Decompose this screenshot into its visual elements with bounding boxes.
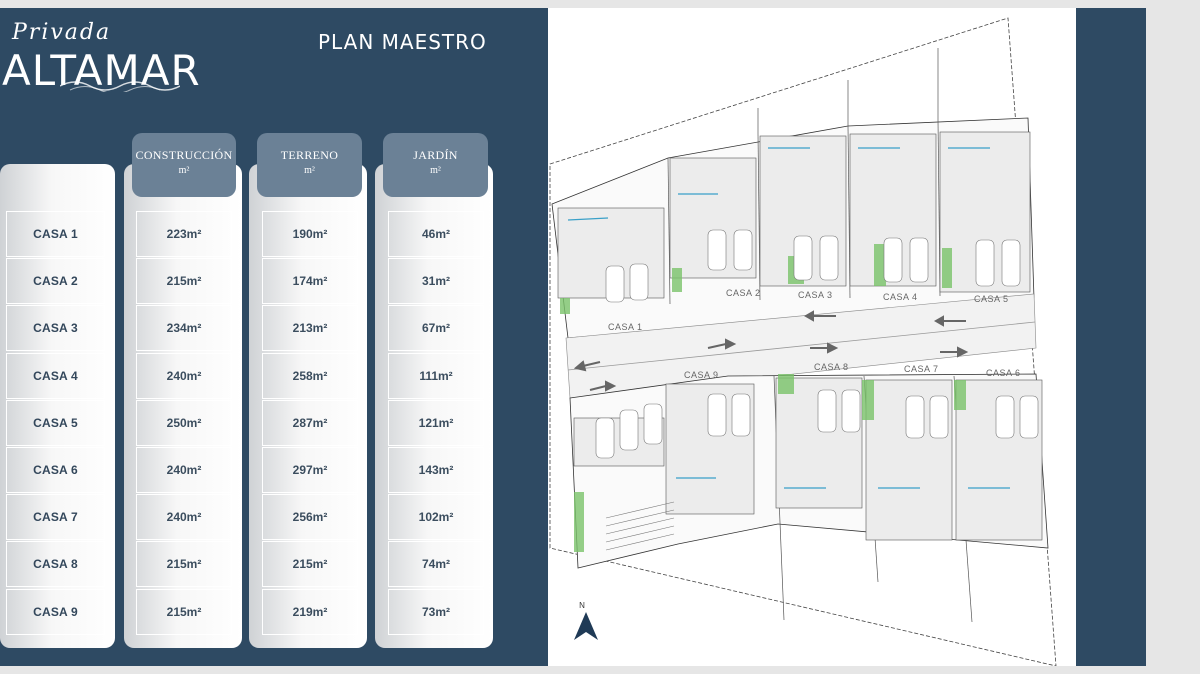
- header-unit: m²: [430, 165, 441, 176]
- table-cell-casa: CASA 8: [6, 541, 105, 588]
- table-cell-terreno: 256m²: [262, 494, 358, 541]
- table-cell-construccion: 223m²: [136, 211, 232, 257]
- header-title: JARDÍN: [413, 148, 458, 162]
- table-cell-construccion: 240m²: [136, 447, 232, 493]
- table-cell-jardin: 31m²: [388, 258, 484, 305]
- plan-label-casa-7: CASA 7: [904, 364, 939, 374]
- table-cell-construccion: 215m²: [136, 588, 232, 635]
- table-cell-construccion: 240m²: [136, 352, 232, 399]
- table-cell-casa: CASA 9: [6, 588, 105, 635]
- plan-label-casa-8: CASA 8: [814, 362, 849, 372]
- table-cell-jardin: 67m²: [388, 305, 484, 352]
- construccion-column: [124, 164, 242, 648]
- north-arrow-icon: [574, 612, 598, 640]
- table-cell-casa: CASA 1: [6, 211, 105, 257]
- table-cell-jardin: 74m²: [388, 541, 484, 588]
- brand-script: Privada: [12, 20, 112, 45]
- brand-name: ALTAMAR: [2, 46, 201, 95]
- table-cell-jardin: 143m²: [388, 447, 484, 493]
- plan-label-casa-5: CASA 5: [974, 294, 1009, 304]
- table-cell-construccion: 240m²: [136, 494, 232, 541]
- plan-label-casa-3: CASA 3: [798, 290, 833, 300]
- plan-label-casa-2: CASA 2: [726, 288, 761, 298]
- table-cell-terreno: 174m²: [262, 258, 358, 305]
- table-cell-jardin: 46m²: [388, 211, 484, 257]
- table-cell-construccion: 250m²: [136, 399, 232, 446]
- table-cell-casa: CASA 6: [6, 447, 105, 493]
- brand-wave-icon: [60, 81, 180, 92]
- terreno-column: [249, 164, 367, 648]
- table-cell-casa: CASA 4: [6, 352, 105, 399]
- plan-label-casa-1: CASA 1: [608, 322, 643, 332]
- table-cell-terreno: 287m²: [262, 399, 358, 446]
- info-panel: Privada ALTAMAR PLAN MAESTRO CONSTRUCCIÓ…: [0, 8, 548, 666]
- table-cell-jardin: 121m²: [388, 399, 484, 446]
- table-cell-terreno: 258m²: [262, 352, 358, 399]
- plan-label-casa-9: CASA 9: [684, 370, 719, 380]
- casa-column: [0, 164, 115, 648]
- page-title: PLAN MAESTRO: [318, 30, 487, 54]
- table-cell-casa: CASA 3: [6, 305, 105, 352]
- table-cell-terreno: 219m²: [262, 588, 358, 635]
- table-cell-construccion: 215m²: [136, 258, 232, 305]
- header-terreno: TERRENO m²: [257, 133, 362, 197]
- master-plan-drawing: CASA 1 CASA 2 CASA 3 CASA 4 CASA 5 CASA …: [548, 8, 1076, 666]
- table-cell-jardin: 73m²: [388, 588, 484, 635]
- table-cell-terreno: 213m²: [262, 305, 358, 352]
- jardin-column: [375, 164, 493, 648]
- header-jardin: JARDÍN m²: [383, 133, 488, 197]
- table-cell-casa: CASA 5: [6, 399, 105, 446]
- north-label: N: [579, 601, 585, 610]
- table-cell-casa: CASA 2: [6, 258, 105, 305]
- header-construccion: CONSTRUCCIÓN m²: [132, 133, 236, 197]
- table-cell-terreno: 190m²: [262, 211, 358, 257]
- header-unit: m²: [178, 165, 190, 176]
- table-cell-terreno: 215m²: [262, 541, 358, 588]
- header-unit: m²: [304, 165, 315, 176]
- table-cell-construccion: 234m²: [136, 305, 232, 352]
- plan-label-casa-6: CASA 6: [986, 368, 1021, 378]
- table-cell-jardin: 111m²: [388, 352, 484, 399]
- right-border-panel: [1076, 8, 1146, 666]
- table-cell-casa: CASA 7: [6, 494, 105, 541]
- plan-label-casa-4: CASA 4: [883, 292, 918, 302]
- header-title: TERRENO: [280, 148, 339, 162]
- header-title: CONSTRUCCIÓN: [135, 148, 233, 162]
- table-cell-construccion: 215m²: [136, 541, 232, 588]
- table-cell-terreno: 297m²: [262, 447, 358, 493]
- table-cell-jardin: 102m²: [388, 494, 484, 541]
- site-plan-svg: CASA 1 CASA 2 CASA 3 CASA 4 CASA 5 CASA …: [549, 17, 1057, 666]
